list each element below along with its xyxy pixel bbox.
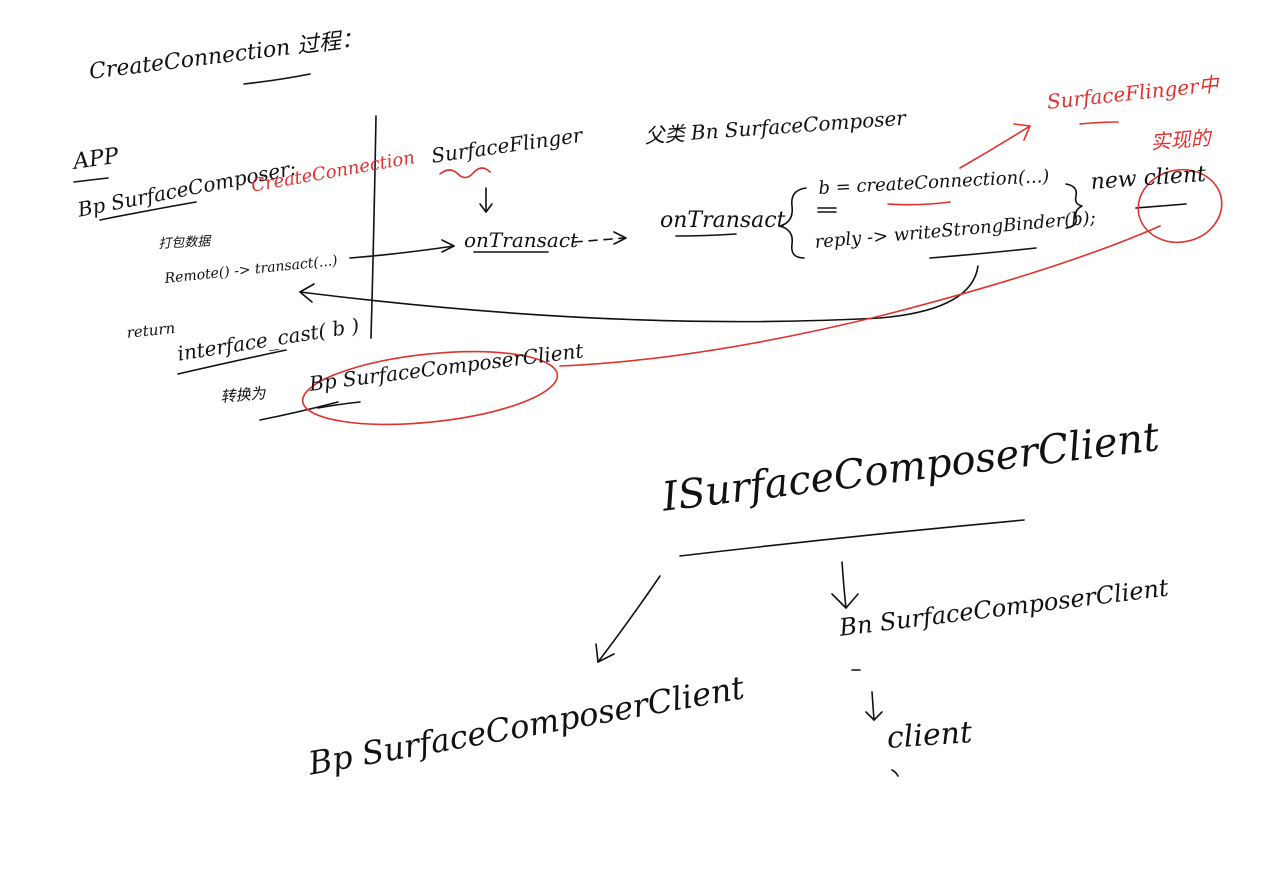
writestrongbinder-underline xyxy=(929,247,1037,259)
right-child-arrow-head xyxy=(831,593,859,609)
surfacecomposer-underline xyxy=(99,201,197,221)
b-underline xyxy=(817,207,837,213)
red-connector xyxy=(559,225,1161,367)
return-arrow xyxy=(299,265,979,323)
convert-underline xyxy=(259,401,339,421)
left-child-arrow xyxy=(597,575,661,663)
ontransact-label-2: onTransact xyxy=(660,208,786,233)
interfacecast-underline xyxy=(177,349,287,375)
ontransact-dashed-arrow xyxy=(573,237,625,243)
impl-note-underline xyxy=(1079,121,1119,125)
impl-note-arrow xyxy=(959,125,1031,169)
title-underline xyxy=(243,73,311,85)
right-curly-brace xyxy=(1065,183,1083,229)
transact-arrow xyxy=(349,245,455,259)
left-curly-brace xyxy=(779,187,807,259)
bpclient-red-ellipse xyxy=(301,350,559,426)
convert-label: 转换为 xyxy=(219,384,267,406)
ontransact-dashed-arrow-head xyxy=(613,231,627,245)
isurface-underline xyxy=(679,519,1025,557)
impl-note-line-2: 实现的 xyxy=(1149,125,1212,154)
grandchild-arrow-head xyxy=(865,711,883,721)
bp-underline xyxy=(317,401,361,409)
pack-data-label: 打包数据 xyxy=(157,234,211,252)
left-child-arrow-head xyxy=(595,643,615,663)
transact-arrow-head xyxy=(441,239,455,253)
client-grandchild: client xyxy=(885,715,974,756)
ontransact2-underline xyxy=(675,233,737,237)
return-arrow-head xyxy=(299,283,315,303)
surfaceflinger-down-arrow-head xyxy=(479,203,493,213)
app-underline xyxy=(73,177,109,183)
bottom-client-underline xyxy=(891,769,899,777)
impl-note-arrow-head xyxy=(1013,123,1031,141)
ontransact-label-1: onTransact xyxy=(464,228,579,252)
client-red-circle xyxy=(1137,168,1223,244)
vertical-divider xyxy=(370,115,377,339)
surfaceflinger-squiggle xyxy=(439,167,491,179)
grandchild-arrow xyxy=(871,691,875,721)
createconnection-red-underline xyxy=(887,201,951,206)
right-child-arrow xyxy=(841,561,847,609)
client-underline xyxy=(1135,203,1187,209)
